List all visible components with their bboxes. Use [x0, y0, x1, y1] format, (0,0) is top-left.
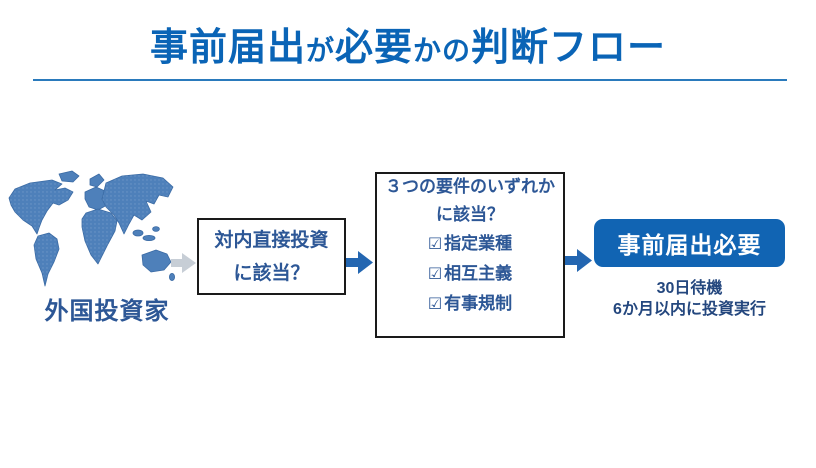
- world-map-icon: [2, 167, 176, 295]
- title-underline: [33, 79, 787, 81]
- check-item-reciprocity: ☑相互主義: [428, 259, 512, 289]
- flow-arrow-blue-icon: [564, 246, 593, 280]
- title-part: 判断フロー: [471, 27, 667, 69]
- check-item-emergency-regulation: ☑有事規制: [428, 289, 512, 319]
- flow-arrow-blue-icon: [345, 248, 374, 282]
- question-box-three-requirements: ３つの要件のいずれか に該当？ ☑指定業種 ☑相互主義 ☑有事規制: [375, 172, 565, 338]
- box2-line2: に該当？: [436, 205, 504, 224]
- result-note-waiting: 30日待機: [656, 280, 723, 297]
- title-part: が: [305, 35, 335, 66]
- check-item-label: 指定業種: [444, 234, 513, 253]
- checkbox-checked-icon: ☑: [427, 266, 443, 283]
- investor-label: 外国投資家: [44, 298, 170, 325]
- result-box: 事前届出必要: [594, 219, 785, 267]
- result-note-execution: 6か月以内に投資実行: [613, 301, 766, 318]
- question-box-direct-investment: 対内直接投資 に該当？: [197, 218, 346, 295]
- check-item-label: 有事規制: [444, 294, 513, 313]
- box1-line1: 対内直接投資: [214, 229, 329, 251]
- check-item-designated-industry: ☑指定業種: [428, 229, 512, 259]
- page-title: 事前届出が必要かの判断フロー: [0, 22, 816, 82]
- box1-line2: に該当？: [233, 262, 310, 284]
- checkbox-checked-icon: ☑: [427, 296, 443, 313]
- title-part: 事前届出: [149, 27, 306, 69]
- checkbox-checked-icon: ☑: [427, 236, 443, 253]
- title-part: 必要: [334, 27, 413, 69]
- flow-arrow-gray-icon: [170, 249, 197, 282]
- title-part: かの: [413, 35, 472, 66]
- box2-line1: ３つの要件のいずれか: [385, 177, 555, 196]
- result-label: 事前届出必要: [617, 232, 762, 258]
- check-item-label: 相互主義: [444, 264, 513, 283]
- result-notes: 30日待機 6か月以内に投資実行: [594, 278, 785, 320]
